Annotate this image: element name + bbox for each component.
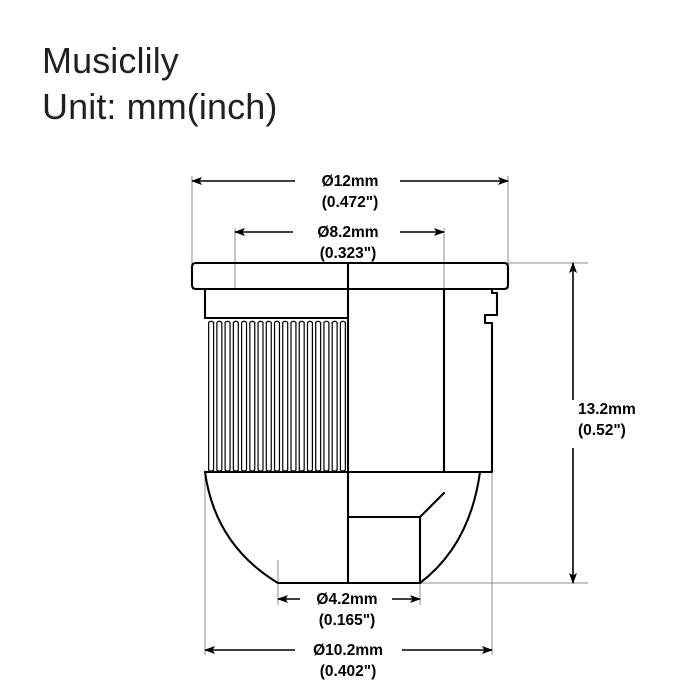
- knurl-tooth: [306, 320, 314, 472]
- dim-label-body-inch: (0.402"): [320, 663, 376, 680]
- knurl-tooth: [224, 320, 231, 472]
- title-block: Musiclily Unit: mm(inch): [42, 38, 277, 130]
- dim-label-bore-mm: Ø8.2mm: [317, 224, 378, 241]
- knurl-tooth: [282, 320, 289, 472]
- knurl-tooth: [331, 320, 338, 472]
- dim-label-height-mm: 13.2mm: [578, 401, 636, 418]
- knurl-tooth: [298, 320, 305, 472]
- knurl-tooth: [249, 320, 256, 472]
- dim-label-flange-inch: (0.472"): [322, 194, 378, 211]
- dimension-labels: Ø12mm (0.472") Ø8.2mm (0.323") Ø4.2mm (0…: [313, 173, 636, 680]
- dim-label-bore-inch: (0.323"): [320, 245, 376, 262]
- dimension-lines: [191, 177, 577, 654]
- knurl-tooth: [240, 320, 248, 472]
- knurl-tooth: [339, 320, 346, 472]
- knurl-tooth: [265, 320, 272, 472]
- knurl-tooth: [290, 320, 297, 472]
- dim-label-height-inch: (0.52"): [578, 422, 626, 439]
- left-bottom-radius: [203, 470, 280, 585]
- knurl-tooth: [216, 320, 223, 472]
- brand-name: Musiclily: [42, 40, 179, 81]
- part-outline: [190, 261, 510, 585]
- knurl-tooth: [323, 320, 330, 472]
- internal-chamfer-line: [418, 491, 446, 519]
- unit-label: Unit: mm(inch): [42, 86, 278, 128]
- knurl-tooth: [208, 320, 215, 472]
- right-outer-profile: [418, 287, 499, 585]
- dim-label-flange-mm: Ø12mm: [322, 173, 379, 190]
- dim-label-hole-mm: Ø4.2mm: [316, 591, 377, 608]
- knurl-tooth: [232, 320, 239, 472]
- knurl-tooth: [273, 320, 281, 472]
- knurling-teeth: [208, 320, 346, 472]
- flange-outline: [190, 261, 510, 291]
- dim-label-hole-inch: (0.165"): [319, 612, 375, 629]
- dim-label-body-mm: Ø10.2mm: [313, 642, 383, 659]
- knurl-tooth: [257, 320, 264, 472]
- knurl-tooth: [315, 320, 322, 472]
